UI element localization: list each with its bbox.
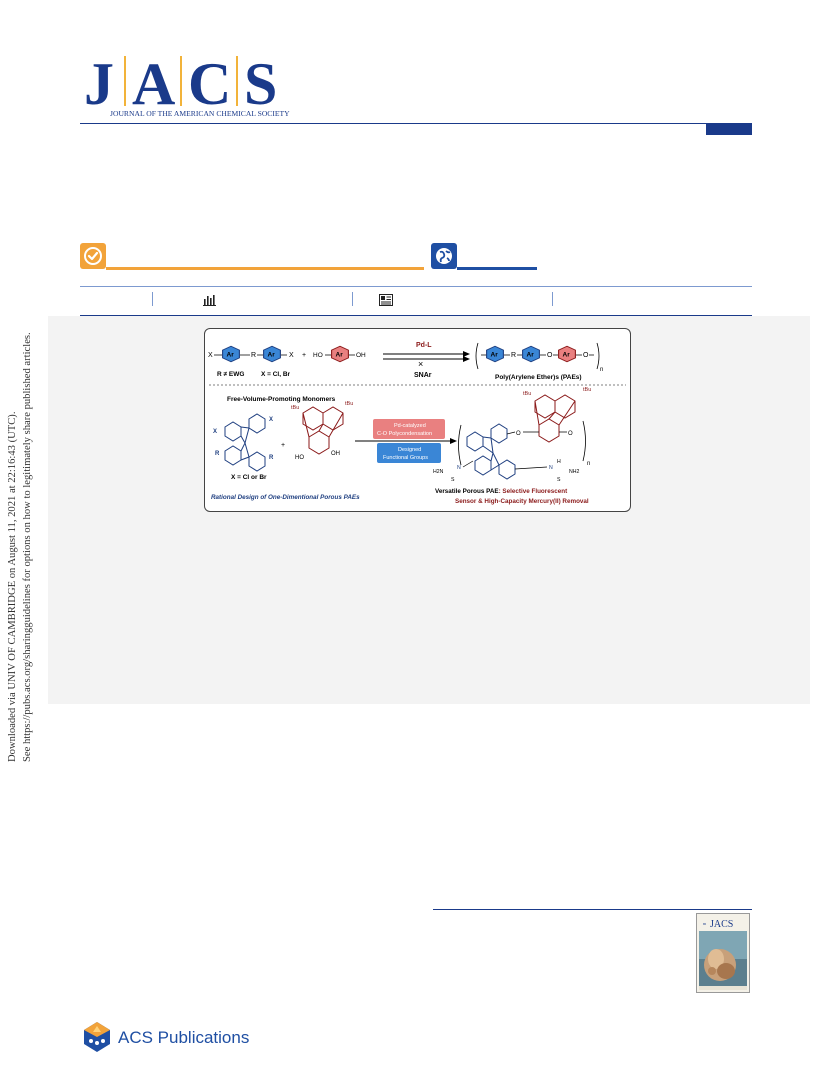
- svg-text:OH: OH: [356, 352, 366, 359]
- svg-text:SNAr: SNAr: [414, 372, 432, 379]
- svg-text:Rational Design of One-Dimenti: Rational Design of One-Dimentional Porou…: [211, 494, 360, 501]
- journal-name: JOURNAL OF THE AMERICAN CHEMICAL SOCIETY: [110, 109, 290, 118]
- svg-text:R: R: [215, 451, 220, 457]
- toc-graphic: X Ar R Ar X + HO Ar OH R ≠ E: [204, 328, 631, 512]
- svg-text:H2N: H2N: [433, 469, 444, 475]
- logo-divider: [124, 56, 126, 106]
- logo-letter-c: C: [188, 52, 231, 117]
- svg-text:X = Cl or Br: X = Cl or Br: [231, 474, 267, 481]
- svg-text:×: ×: [418, 359, 423, 369]
- svg-text:n: n: [587, 461, 590, 467]
- logo-letter-a: A: [132, 52, 175, 117]
- article-icon[interactable]: [379, 293, 393, 306]
- svg-text:R: R: [511, 352, 516, 359]
- metrics-bar-top-rule: [80, 286, 752, 287]
- metrics-separator: [152, 292, 153, 306]
- polymer-spiro-unit: [466, 423, 516, 480]
- aryl-ring-blue: Ar: [263, 345, 281, 363]
- globe-icon[interactable]: [431, 243, 457, 269]
- svg-text:O: O: [516, 431, 521, 437]
- svg-text:O: O: [568, 431, 573, 437]
- download-notice-line2: See https://pubs.acs.org/sharingguidelin…: [22, 332, 33, 762]
- acs-publications-label: ACS Publications: [118, 1028, 250, 1047]
- bar-chart-icon[interactable]: [203, 293, 217, 306]
- svg-text:tBu: tBu: [345, 401, 353, 407]
- svg-text:NH2: NH2: [569, 469, 579, 475]
- logo-letter-j: J: [84, 52, 114, 117]
- svg-text:Ar: Ar: [227, 352, 235, 359]
- header-rule: [80, 123, 752, 124]
- svg-text:Ar: Ar: [563, 352, 571, 359]
- metrics-bar-bottom-rule: [80, 315, 752, 316]
- svg-text:Poly(Arylene Ether)s (PAEs): Poly(Arylene Ether)s (PAEs): [495, 374, 582, 381]
- journal-cover-thumbnail[interactable]: m JACS: [696, 913, 750, 993]
- svg-text:S: S: [451, 477, 455, 483]
- svg-text:S: S: [557, 477, 561, 483]
- download-notice-line1: Downloaded via UNIV OF CAMBRIDGE on Augu…: [7, 412, 18, 762]
- metrics-separator: [352, 292, 353, 306]
- check-circle-icon[interactable]: [80, 243, 106, 269]
- svg-text:HO: HO: [295, 455, 304, 461]
- svg-text:m: m: [703, 921, 707, 926]
- svg-text:n: n: [600, 367, 603, 373]
- condition-box-blue: [377, 443, 441, 463]
- logo-letter-s: S: [244, 52, 277, 117]
- svg-text:HO: HO: [313, 352, 323, 359]
- svg-text:Functional Groups: Functional Groups: [383, 455, 428, 461]
- svg-text:Free-Volume-Promoting Monomers: Free-Volume-Promoting Monomers: [227, 396, 336, 403]
- svg-text:Pd-L: Pd-L: [416, 342, 432, 349]
- aryl-ring-red: Ar: [331, 345, 349, 363]
- svg-text:Designed: Designed: [398, 447, 421, 453]
- svg-text:X = Cl, Br: X = Cl, Br: [261, 371, 291, 378]
- svg-text:Pd-catalyzed: Pd-catalyzed: [394, 423, 426, 429]
- metrics-separator: [552, 292, 553, 306]
- article-type-tab: [706, 123, 752, 135]
- svg-text:R: R: [269, 455, 274, 461]
- spirobifluorene-monomer: [224, 413, 266, 472]
- svg-text:tBu: tBu: [583, 387, 591, 393]
- svg-text:R ≠ EWG: R ≠ EWG: [217, 371, 244, 378]
- svg-text:tBu: tBu: [523, 391, 531, 397]
- svg-text:R: R: [251, 352, 256, 359]
- svg-text:Ar: Ar: [491, 352, 499, 359]
- footer-rule: [433, 909, 752, 910]
- download-notice: Downloaded via UNIV OF CAMBRIDGE on Augu…: [0, 318, 48, 763]
- open-access-bar: [106, 267, 424, 270]
- acs-publications-logo[interactable]: ACS Publications: [80, 1020, 249, 1058]
- svg-text:O: O: [547, 352, 553, 359]
- svg-text:N: N: [457, 465, 461, 471]
- x-substituent-label: X: [208, 352, 213, 359]
- svg-text:Ar: Ar: [336, 352, 344, 359]
- svg-text:C-O Polycondensation: C-O Polycondensation: [377, 431, 432, 437]
- svg-text:H: H: [557, 459, 561, 465]
- svg-text:X: X: [289, 352, 294, 359]
- svg-text:+: +: [302, 352, 306, 359]
- bottom-scheme: Free-Volume-Promoting Monomers X X R R X…: [211, 387, 591, 505]
- svg-text:JACS: JACS: [710, 919, 733, 930]
- svg-text:Sensor & High-Capacity Mercury: Sensor & High-Capacity Mercury(II) Remov…: [455, 498, 589, 505]
- logo-divider: [236, 56, 238, 106]
- top-scheme: X Ar R Ar X + HO Ar OH R ≠ E: [208, 342, 603, 381]
- svg-text:OH: OH: [331, 451, 340, 457]
- svg-text:Ar: Ar: [527, 352, 535, 359]
- condition-box-pink: [373, 419, 445, 439]
- triptycene-diol-monomer: [302, 406, 344, 455]
- svg-text:Ar: Ar: [268, 352, 276, 359]
- svg-text:Versatile Porous PAE: Selectiv: Versatile Porous PAE: Selective Fluoresc…: [435, 488, 568, 495]
- svg-text:N: N: [549, 465, 553, 471]
- polymer-triptycene-unit: [534, 394, 576, 443]
- svg-text:+: +: [281, 442, 285, 449]
- jacs-logo[interactable]: J A C S JOURNAL OF THE AMERICAN CHEMICAL…: [80, 51, 310, 120]
- svg-text:tBu: tBu: [291, 405, 299, 411]
- aryl-ring-blue: Ar: [222, 345, 240, 363]
- svg-text:O: O: [583, 352, 589, 359]
- svg-text:X: X: [213, 429, 217, 435]
- logo-divider: [180, 56, 182, 106]
- svg-text:X: X: [269, 417, 273, 423]
- license-bar: [457, 267, 537, 270]
- acs-hexagon-icon: [84, 1022, 110, 1052]
